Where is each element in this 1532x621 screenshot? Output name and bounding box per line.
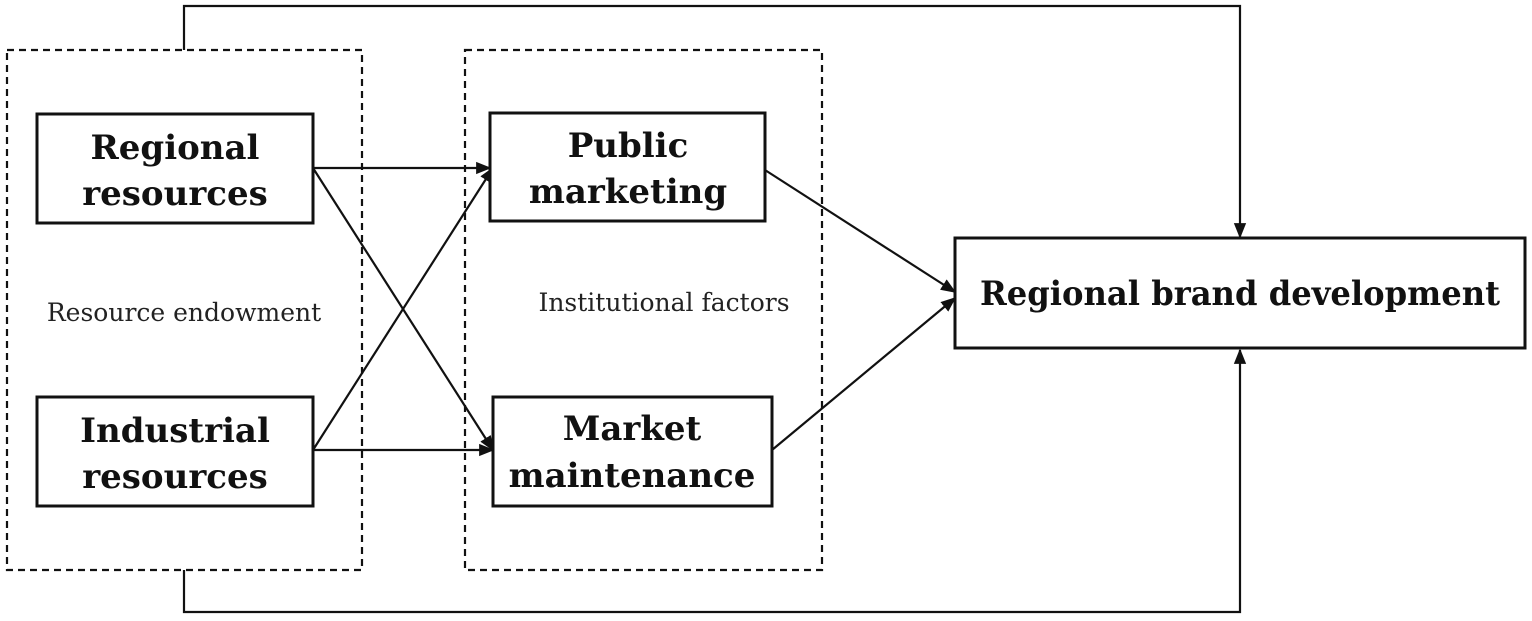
regional-brand-development-label: Regional brand development bbox=[980, 274, 1500, 314]
edge-industrial-to-public bbox=[312, 166, 494, 451]
market-maintenance-line1: Market bbox=[563, 409, 702, 449]
institutional-factors-group: Institutional factors bbox=[463, 48, 824, 572]
node-regional-brand-development: Regional brand development bbox=[953, 236, 1527, 350]
regional-resources-line2: resources bbox=[82, 174, 267, 214]
public-marketing-line1: Public bbox=[568, 126, 689, 166]
node-regional-resources: Regional resources bbox=[35, 112, 315, 225]
resource-endowment-label: Resource endowment bbox=[47, 298, 321, 327]
regional-resources-line1: Regional bbox=[91, 128, 260, 168]
public-marketing-line2: marketing bbox=[529, 172, 727, 212]
industrial-resources-line1: Industrial bbox=[80, 411, 270, 451]
industrial-resources-line2: resources bbox=[82, 457, 267, 497]
edge-endowment-bottom-to-brand bbox=[182, 348, 1247, 614]
institutional-factors-label: Institutional factors bbox=[538, 288, 789, 317]
node-market-maintenance: Market maintenance bbox=[491, 395, 774, 508]
market-maintenance-line2: maintenance bbox=[509, 456, 756, 496]
node-industrial-resources: Industrial resources bbox=[35, 395, 315, 508]
edge-endowment-top-to-brand bbox=[182, 4, 1247, 239]
edge-public-to-brand bbox=[764, 169, 957, 293]
resource-endowment-group: Resource endowment bbox=[5, 48, 364, 572]
edges bbox=[182, 4, 1247, 614]
edge-market-to-brand bbox=[771, 297, 957, 451]
node-public-marketing: Public marketing bbox=[488, 111, 767, 223]
